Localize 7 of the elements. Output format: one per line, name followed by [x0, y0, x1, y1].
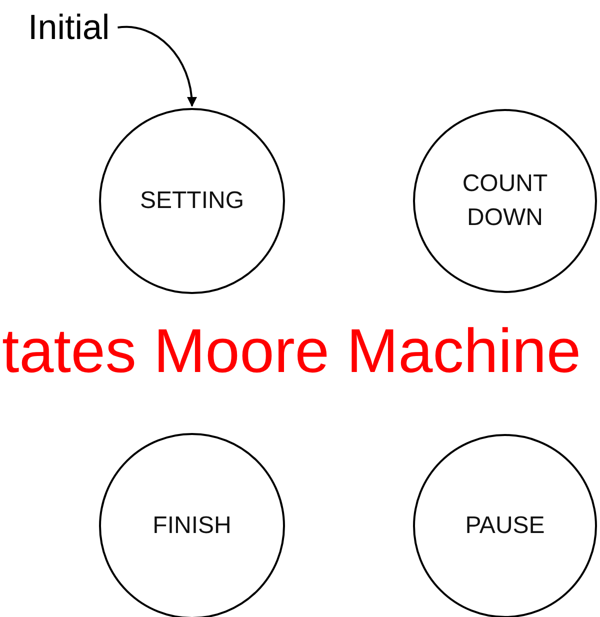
diagram-title: tates Moore Machine [2, 318, 581, 386]
state-label: COUNT DOWN [461, 169, 549, 233]
arrow [118, 26, 196, 107]
state-label: SETTING [138, 186, 245, 216]
initial-label: Initial [28, 10, 110, 45]
state-label: PAUSE [464, 511, 546, 542]
state-label: FINISH [152, 511, 232, 542]
